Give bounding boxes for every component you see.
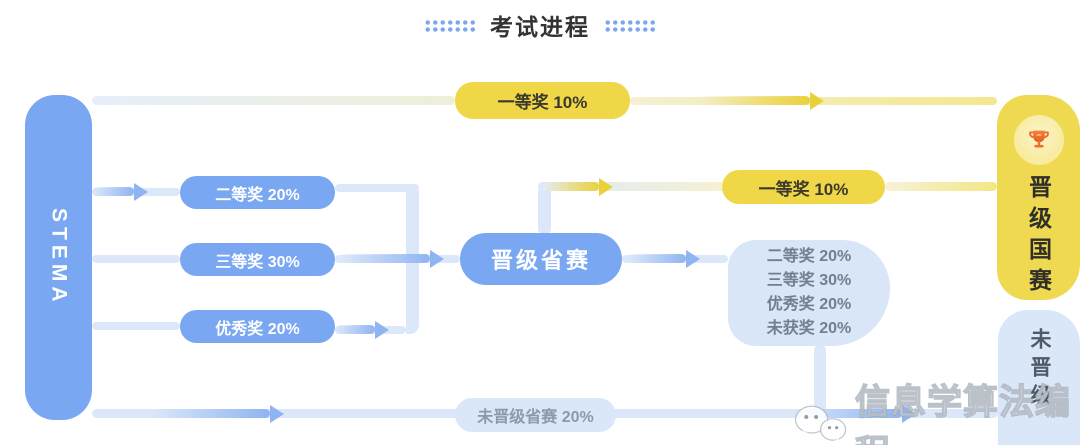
excellence-pill: 优秀奖 20% (180, 310, 335, 343)
connector-provincial-up (538, 186, 551, 234)
page-title: 考试进程 (490, 14, 590, 40)
bracket-top (335, 184, 419, 192)
stema-node: STEMA (25, 95, 92, 420)
awards-line: 三等奖 30% (766, 272, 852, 289)
trophy-badge (1013, 115, 1064, 165)
provincial-node: 晋级省赛 (460, 233, 622, 285)
first-prize-mid-label: 一等奖 10% (758, 179, 849, 199)
awards-line: 二等奖 20% (766, 248, 852, 265)
third-prize-label: 三等奖 30% (215, 253, 300, 271)
stema-label: STEMA (47, 208, 71, 307)
national-label: 晋级国赛 (1025, 175, 1052, 299)
connector-stema-to-firstprize (92, 96, 455, 105)
awards-line: 优秀奖 20% (766, 296, 852, 313)
connector-stema-to-thirdprize (92, 255, 180, 263)
not-advanced-node: 未晋级 (998, 310, 1080, 445)
flow-arrow-to-provincial (340, 254, 430, 263)
title-dots-left (424, 18, 476, 32)
excellence-label: 优秀奖 20% (215, 320, 300, 338)
flow-arrow-to-awards (628, 254, 686, 263)
not-advanced-provincial-pill: 未晋级省赛 20% (455, 398, 616, 432)
trophy-icon (1028, 130, 1049, 148)
flow-arrow-excellence-merge (335, 325, 375, 334)
awards-breakdown-box: 二等奖 20% 三等奖 30% 优秀奖 20% 未获奖 20% (728, 240, 890, 346)
connector-awards-down (814, 345, 826, 413)
second-prize-label: 二等奖 20% (215, 186, 300, 204)
second-prize-pill: 二等奖 20% (180, 176, 335, 209)
awards-line: 未获奖 20% (766, 320, 852, 337)
first-prize-mid-pill: 一等奖 10% (722, 170, 885, 204)
connector-provincial-to-firstprize (538, 182, 722, 191)
page-title-row: 考试进程 (0, 8, 1080, 42)
not-advanced-provincial-label: 未晋级省赛 20% (477, 409, 594, 426)
not-advanced-label: 未晋级 (1028, 328, 1051, 412)
provincial-label: 晋级省赛 (490, 248, 591, 273)
third-prize-pill: 三等奖 30% (180, 243, 335, 276)
national-node: 晋级国赛 (997, 95, 1080, 300)
first-prize-top-pill: 一等奖 10% (455, 82, 630, 119)
flow-arrow-bottom-right (790, 409, 902, 418)
first-prize-top-label: 一等奖 10% (497, 93, 588, 112)
connector-firstprize-mid-to-national (885, 182, 997, 191)
flow-arrow-bottom-left (150, 409, 270, 418)
flow-arrow-secondprize (92, 187, 134, 196)
connector-stema-to-excellence (92, 322, 180, 330)
flow-arrow-top-yellow (700, 96, 810, 105)
title-dots-right (604, 18, 656, 32)
flow-arrow-mid-yellow (544, 182, 599, 191)
